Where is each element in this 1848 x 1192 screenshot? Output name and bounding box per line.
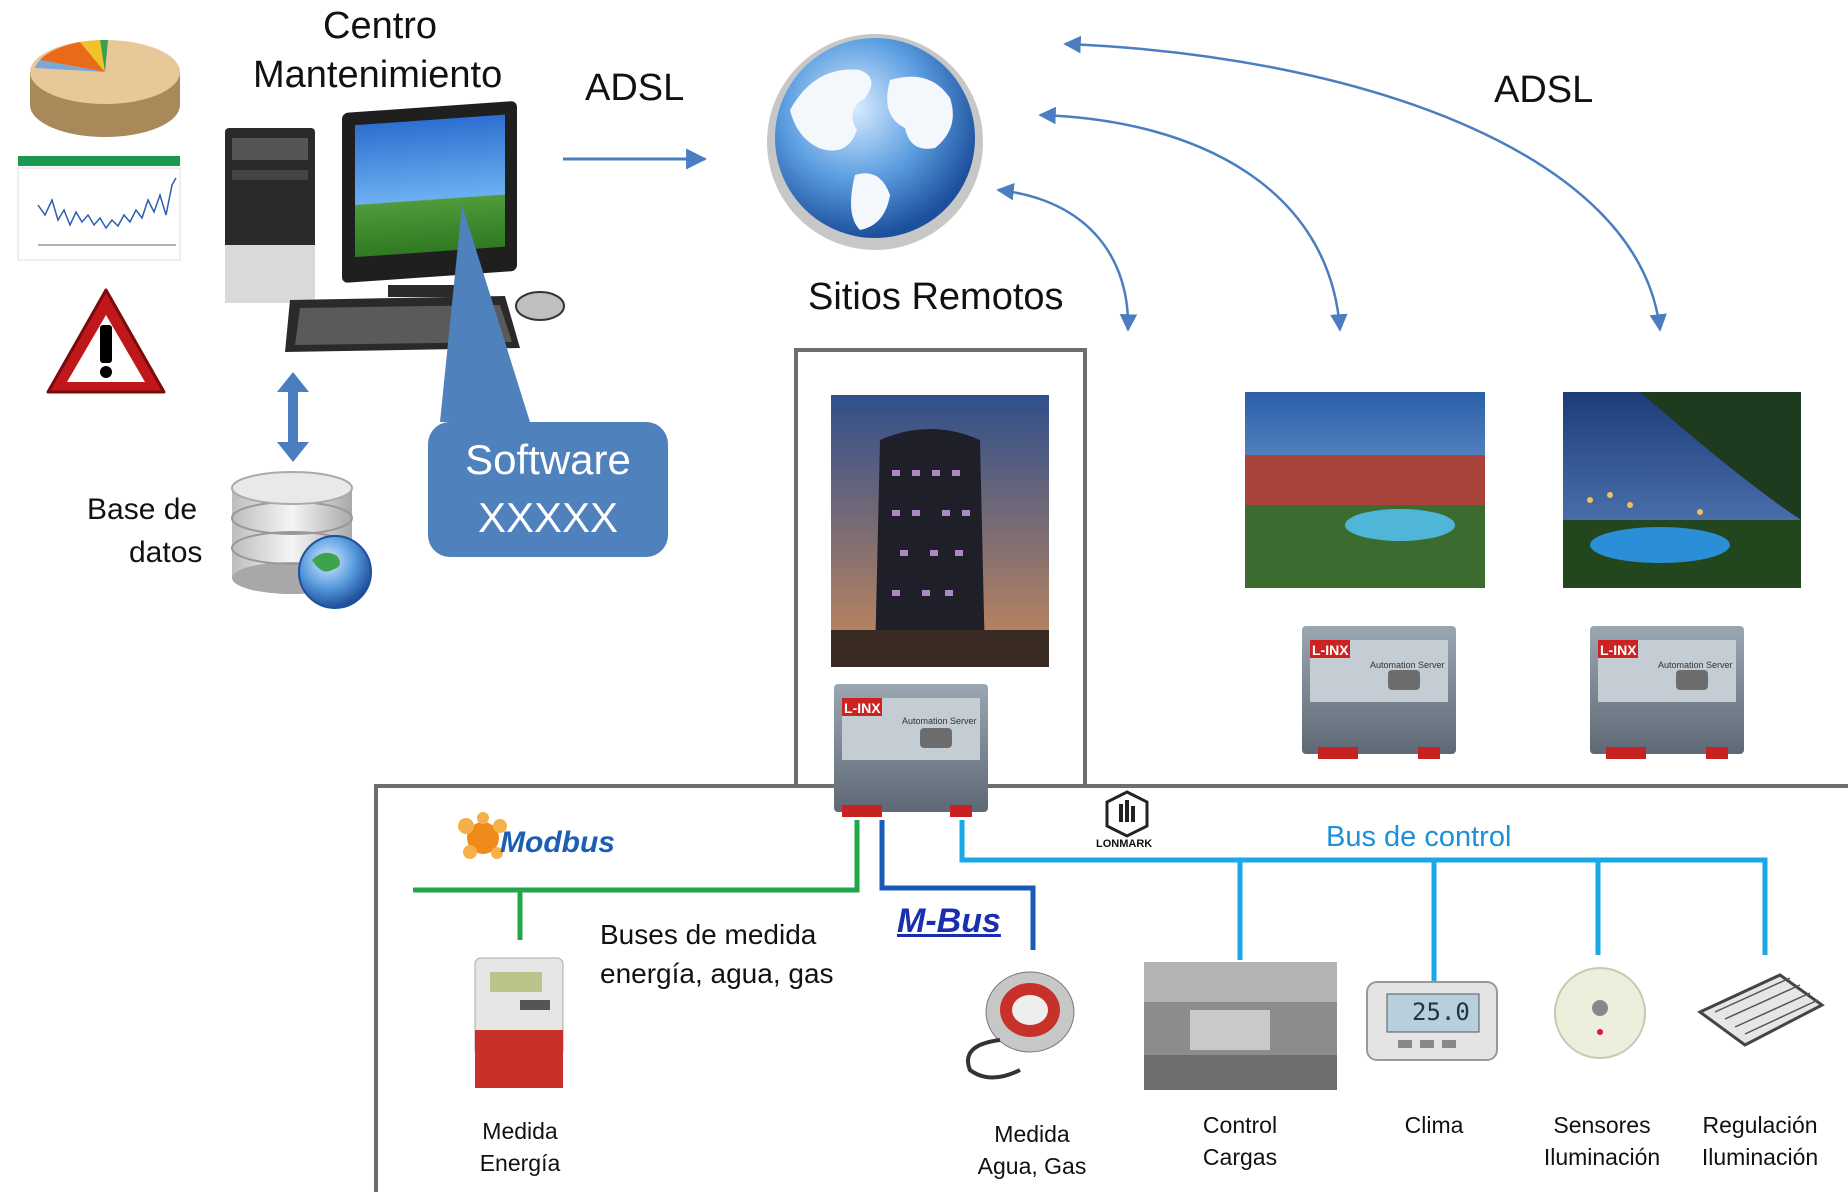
globe-icon [767, 34, 983, 250]
linx-caption-site-2: Automation Server [1658, 660, 1733, 670]
linx-badge-main: L-INX [844, 700, 881, 716]
link-arrow-site-3 [1063, 35, 1667, 332]
linx-badge-site-2: L-INX [1600, 642, 1637, 658]
energy-label-line2: Energía [479, 1150, 561, 1176]
light-control-label-line2: Iluminación [1701, 1144, 1819, 1170]
modbus-logo-icon [458, 812, 507, 859]
control-bus-label: Bus de control [1326, 821, 1512, 853]
linx-device-site-1 [1302, 626, 1456, 759]
linx-device-site-2 [1590, 626, 1744, 759]
modbus-bus-line [413, 820, 860, 940]
water-gas-label-line1: Medida [994, 1121, 1070, 1147]
hotel-tower-photo [831, 395, 1049, 667]
lonmark-logo-icon [1105, 790, 1149, 838]
light-control-label-line1: Regulación [1702, 1112, 1818, 1138]
water-meter-icon [966, 971, 1075, 1080]
lonmark-label: LONMARK [1096, 838, 1153, 850]
adsl-label-right: ADSL [1494, 69, 1594, 111]
link-arrow-site-2 [1038, 106, 1348, 332]
database-label-line1: Base de [87, 493, 198, 526]
modbus-label: Modbus [500, 826, 615, 859]
climate-label: Clima [1404, 1112, 1464, 1138]
linx-badge-site-1: L-INX [1312, 642, 1349, 658]
resort-photo-1 [1245, 392, 1485, 588]
line-chart-icon [17, 156, 181, 261]
resort-photo-2 [1563, 392, 1801, 588]
thermostat-reading: 25.0 [1412, 998, 1470, 1026]
kitchen-photo [1144, 962, 1337, 1090]
database-label-line2: datos [129, 536, 203, 569]
control-bus-line [959, 820, 1768, 985]
db-link-arrow [277, 372, 309, 462]
software-callout [428, 205, 668, 557]
mbus-label: M-Bus [897, 902, 1001, 940]
center-title-line1: Centro [323, 5, 438, 47]
metering-buses-line2: energía, agua, gas [600, 958, 834, 989]
linx-device-main [834, 684, 988, 817]
light-sensors-label-line2: Iluminación [1543, 1144, 1661, 1170]
metering-buses-line1: Buses de medida [600, 919, 817, 950]
linx-caption-main: Automation Server [902, 716, 977, 726]
light-sensors-label-line1: Sensores [1553, 1112, 1651, 1138]
mbus-bus-line [879, 820, 1036, 950]
energy-label-line1: Medida [482, 1118, 558, 1144]
remote-sites-label: Sitios Remotos [808, 276, 1064, 318]
light-sensor-icon [1554, 967, 1646, 1059]
load-control-label-line2: Cargas [1202, 1144, 1278, 1170]
software-label-line2: XXXXX [477, 494, 619, 541]
warning-icon [46, 288, 166, 394]
ceiling-light-icon [1697, 973, 1825, 1047]
database-icon [231, 471, 372, 609]
energy-meter-icon [474, 957, 564, 1088]
pie-chart-icon [30, 39, 180, 137]
thermostat-icon [1366, 981, 1498, 1061]
water-gas-label-line2: Agua, Gas [977, 1153, 1087, 1179]
adsl-label-left: ADSL [585, 67, 685, 109]
load-control-label-line1: Control [1202, 1112, 1278, 1138]
software-label-line1: Software [465, 436, 631, 483]
linx-caption-site-1: Automation Server [1370, 660, 1445, 670]
computer-icon [225, 101, 565, 352]
center-title-line2: Mantenimiento [253, 54, 503, 96]
